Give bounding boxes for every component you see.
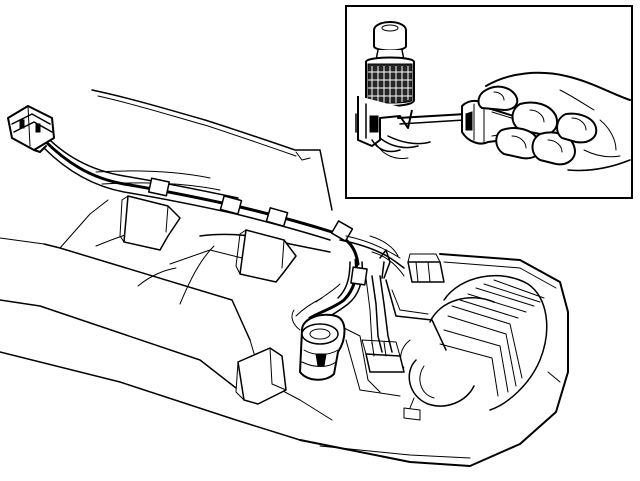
lighter-socket bbox=[299, 249, 445, 381]
wiring-harness bbox=[41, 131, 405, 353]
hand bbox=[477, 71, 631, 172]
cigar-lighter bbox=[355, 21, 431, 159]
multi-pin-connector bbox=[7, 105, 55, 153]
ashtray-housing bbox=[339, 274, 548, 411]
mounting-brackets bbox=[119, 195, 297, 405]
detail-inset bbox=[345, 5, 633, 199]
